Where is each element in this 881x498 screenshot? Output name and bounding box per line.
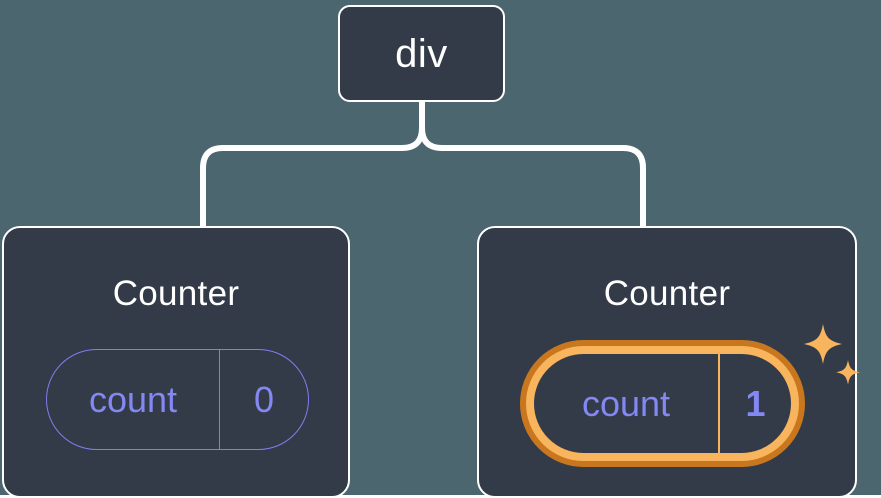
counter-left-state-value: 0 xyxy=(253,378,275,420)
counter-right-title: Counter xyxy=(603,274,731,313)
edge-root-to-right-counter xyxy=(419,98,646,233)
counter-right-state-key: count xyxy=(534,354,720,453)
counter-right-state-value: 1 xyxy=(745,382,766,424)
sparkle-icon xyxy=(804,324,860,385)
counter-left-title: Counter xyxy=(112,274,240,313)
counter-left-state-key: count xyxy=(47,350,220,449)
node-counter-right[interactable]: Counter count 1 xyxy=(477,226,860,498)
root-node-label: div xyxy=(395,31,448,76)
counter-right-state-pill-inner-ring: count 1 xyxy=(526,346,799,461)
node-counter-left[interactable]: Counter count 0 xyxy=(2,226,350,498)
counter-left-state-pill[interactable]: count 0 xyxy=(46,349,309,450)
counter-right-state-pill[interactable]: count 1 xyxy=(520,340,805,467)
sparkle-large-icon xyxy=(804,324,842,364)
node-root-div[interactable]: div xyxy=(338,5,505,102)
sparkle-small-icon xyxy=(836,360,860,385)
edge-root-to-left-counter xyxy=(200,98,425,233)
